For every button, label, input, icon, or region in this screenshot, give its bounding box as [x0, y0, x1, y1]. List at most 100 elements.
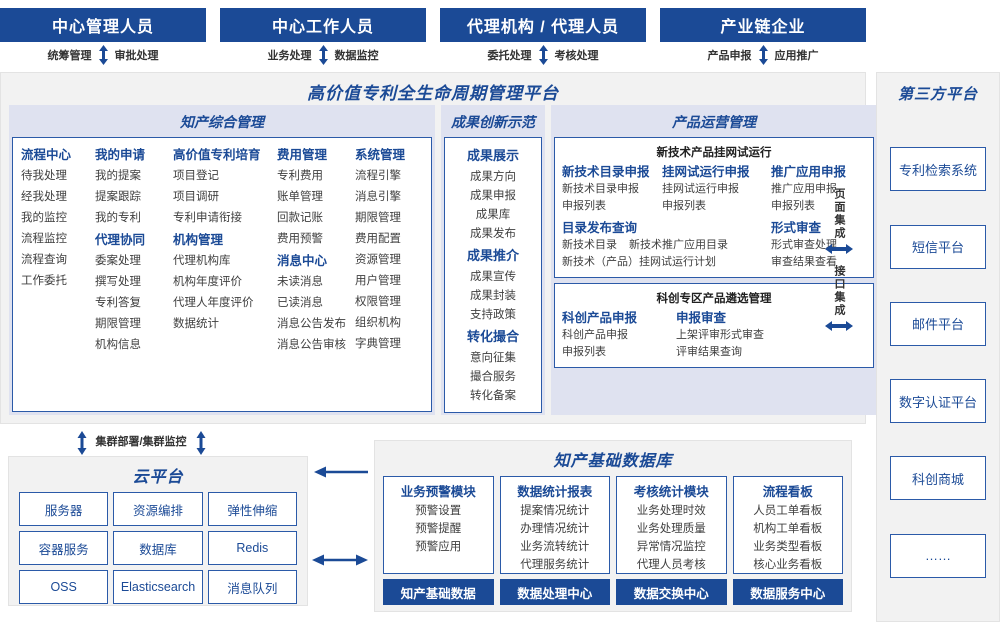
db-card-item[interactable]: 办理情况统计 [520, 523, 590, 535]
menu-item[interactable]: 项目登记 [173, 170, 219, 182]
db-card-item[interactable]: 预警提醒 [415, 523, 462, 535]
menu-item[interactable]: 申报列表 [562, 200, 606, 212]
group-header[interactable]: 科创产品申报 [562, 311, 638, 325]
menu-item[interactable]: 费用预警 [277, 233, 323, 245]
db-card-item[interactable]: 业务流转统计 [520, 541, 590, 553]
group-header[interactable]: 申报审查 [676, 311, 727, 325]
third-party-item-email[interactable]: 邮件平台 [890, 301, 986, 346]
group-header[interactable]: 成果展示 [466, 148, 519, 163]
menu-item[interactable]: 上架评审形式审查 [676, 329, 764, 341]
menu-item[interactable]: 期限管理 [95, 318, 141, 330]
group-header[interactable]: 目录发布查询 [562, 221, 638, 235]
menu-item[interactable]: 挂网试运行申报 [662, 183, 739, 195]
group-header[interactable]: 代理协同 [95, 233, 146, 247]
menu-item[interactable]: 新技术（产品）挂网试运行计划 [562, 256, 716, 268]
menu-item[interactable]: 新技术目录 [562, 239, 617, 251]
group-header[interactable]: 挂网试运行申报 [662, 165, 750, 179]
menu-item[interactable]: 成果申报 [470, 190, 516, 202]
menu-item[interactable]: 字典管理 [355, 338, 401, 350]
menu-item[interactable]: 流程查询 [21, 254, 67, 266]
menu-item[interactable]: 推广应用申报 [771, 183, 837, 195]
third-party-item-patent-search[interactable]: 专利检索系统 [890, 147, 986, 192]
menu-item[interactable]: 形式审查处理 [771, 239, 837, 251]
cloud-service-orchestration[interactable]: 资源编排 [113, 492, 203, 526]
db-footer-base-data[interactable]: 知产基础数据 [383, 579, 494, 605]
menu-item[interactable]: 成果方向 [470, 171, 516, 183]
group-header[interactable]: 新技术目录申报 [562, 165, 650, 179]
cloud-service-redis[interactable]: Redis [207, 531, 297, 565]
menu-item[interactable]: 新技术目录申报 [562, 183, 639, 195]
menu-item[interactable]: 回款记账 [277, 212, 323, 224]
group-header[interactable]: 机构管理 [173, 233, 224, 247]
db-card-header[interactable]: 考核统计模块 [633, 485, 709, 499]
menu-item[interactable]: 提案跟踪 [95, 191, 141, 203]
menu-item[interactable]: 申报列表 [771, 200, 815, 212]
menu-item[interactable]: 待我处理 [21, 170, 67, 182]
third-party-item-more[interactable]: …… [890, 533, 986, 578]
menu-item[interactable]: 评审结果查询 [676, 346, 742, 358]
group-header[interactable]: 高价值专利培育 [173, 148, 261, 162]
menu-item[interactable]: 审查结果查看 [771, 256, 837, 268]
db-footer-exchange-center[interactable]: 数据交换中心 [616, 579, 727, 605]
group-header[interactable]: 流程中心 [21, 148, 72, 162]
db-card-item[interactable]: 预警设置 [415, 505, 462, 517]
menu-item[interactable]: 消息公告审核 [277, 339, 346, 351]
db-card-item[interactable]: 人员工单看板 [753, 505, 823, 517]
menu-item[interactable]: 资源管理 [355, 254, 401, 266]
db-card-item[interactable]: 提案情况统计 [520, 505, 590, 517]
menu-item[interactable]: 流程监控 [21, 233, 67, 245]
cloud-service-container[interactable]: 容器服务 [19, 531, 109, 565]
cloud-service-oss[interactable]: OSS [19, 570, 109, 604]
role-title-0[interactable]: 中心管理人员 [0, 8, 206, 42]
group-header[interactable]: 推广应用申报 [771, 165, 847, 179]
cloud-service-server[interactable]: 服务器 [19, 492, 109, 526]
role-title-2[interactable]: 代理机构 / 代理人员 [440, 8, 646, 42]
cloud-service-mq[interactable]: 消息队列 [207, 570, 297, 604]
menu-item[interactable]: 代理机构库 [173, 255, 231, 267]
cloud-service-autoscaling[interactable]: 弹性伸缩 [207, 492, 297, 526]
menu-item[interactable]: 成果封装 [470, 290, 516, 302]
role-title-3[interactable]: 产业链企业 [660, 8, 866, 42]
cloud-service-elasticsearch[interactable]: Elasticsearch [113, 570, 203, 604]
menu-item[interactable]: 经我处理 [21, 191, 67, 203]
menu-item[interactable]: 数据统计 [173, 318, 219, 330]
menu-item[interactable]: 机构年度评价 [173, 276, 242, 288]
db-card-item[interactable]: 代理人员考核 [636, 559, 706, 571]
group-header[interactable]: 成果推介 [466, 248, 519, 263]
group-header[interactable]: 转化撮合 [466, 329, 519, 344]
db-card-header[interactable]: 流程看板 [762, 485, 813, 499]
menu-item[interactable]: 机构信息 [95, 339, 141, 351]
db-card-item[interactable]: 业务处理时效 [636, 505, 706, 517]
menu-item[interactable]: 专利申请衔接 [173, 212, 242, 224]
menu-item[interactable]: 委案处理 [95, 255, 141, 267]
menu-item[interactable]: 我的提案 [95, 170, 141, 182]
db-card-item[interactable]: 预警应用 [415, 541, 462, 553]
menu-item[interactable]: 流程引擎 [355, 170, 401, 182]
menu-item[interactable]: 组织机构 [355, 317, 401, 329]
group-header[interactable]: 消息中心 [277, 254, 328, 268]
menu-item[interactable]: 期限管理 [355, 212, 401, 224]
menu-item[interactable]: 专利答复 [95, 297, 141, 309]
menu-item[interactable]: 已读消息 [277, 297, 323, 309]
menu-item[interactable]: 项目调研 [173, 191, 219, 203]
menu-item[interactable]: 转化备案 [470, 390, 516, 402]
db-card-item[interactable]: 业务类型看板 [753, 541, 823, 553]
db-card-item[interactable]: 业务处理质量 [636, 523, 706, 535]
menu-item[interactable]: 未读消息 [277, 276, 323, 288]
third-party-item-sms[interactable]: 短信平台 [890, 224, 986, 269]
menu-item[interactable]: 成果发布 [470, 228, 516, 240]
db-card-item[interactable]: 代理服务统计 [520, 559, 590, 571]
menu-item[interactable]: 撮合服务 [470, 371, 516, 383]
db-card-item[interactable]: 机构工单看板 [753, 523, 823, 535]
db-footer-service-center[interactable]: 数据服务中心 [732, 579, 843, 605]
db-card-header[interactable]: 业务预警模块 [400, 485, 476, 499]
menu-item[interactable]: 意向征集 [470, 352, 516, 364]
role-title-1[interactable]: 中心工作人员 [220, 8, 426, 42]
menu-item[interactable]: 费用配置 [355, 233, 401, 245]
menu-item[interactable]: 我的监控 [21, 212, 67, 224]
third-party-item-sci-mall[interactable]: 科创商城 [890, 456, 986, 501]
group-header[interactable]: 我的申请 [95, 148, 146, 162]
menu-item[interactable]: 代理人年度评价 [173, 297, 254, 309]
menu-item[interactable]: 成果库 [475, 209, 511, 221]
menu-item[interactable]: 我的专利 [95, 212, 141, 224]
